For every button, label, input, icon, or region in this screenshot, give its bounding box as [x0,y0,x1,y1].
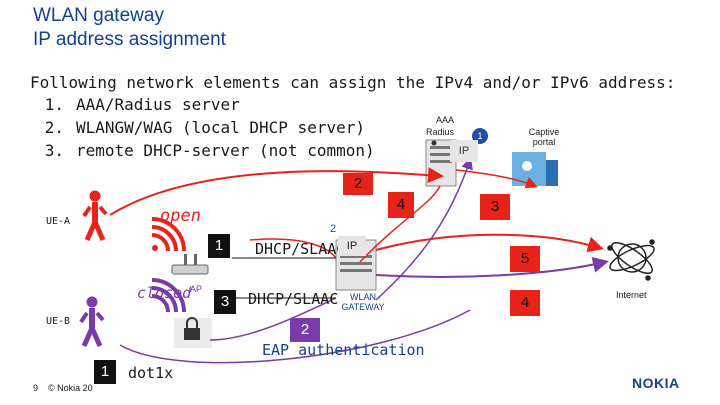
internet-icon [607,239,655,281]
list-item-number: 1. [44,95,64,114]
ue-b-label: UE-B [46,316,71,327]
step-badge-1-bottom: 1 [94,360,116,384]
list-item-label: remote DHCP-server (not common) [76,141,375,160]
list-item-3: 3. remote DHCP-server (not common) [0,141,375,160]
ue-a-label: UE-A [46,216,71,227]
step-badge-4-top: 4 [388,192,414,218]
step-badge-4-right: 4 [510,290,540,316]
open-wifi-signal-icon [151,217,186,252]
copyright-text: © Nokia 20 [48,383,93,393]
step-badge-3-mid: 3 [214,290,236,314]
step-badge-3-right: 3 [480,194,510,220]
list-item-label: WLANGW/WAG (local DHCP server) [76,118,365,137]
page-title: WLAN gateway IP address assignment [33,4,226,52]
dhcp-slaac-label-1: DHCP/SLAAC [255,240,346,258]
title-line-2: IP address assignment [33,29,226,50]
gw-badge-2: 2 [330,223,337,235]
internet-label: Internet [616,290,647,300]
step-badge-1-mid: 1 [208,234,230,258]
flow-lines [109,157,609,364]
captive-portal-label: Captive portal [528,127,560,147]
step-badge-2-bottom: 2 [290,318,320,342]
dot1x-label: dot1x [128,364,174,382]
page-number: 9 [33,383,39,393]
dhcp-slaac-label-2: DHCP/SLAAC [248,290,339,308]
aaa-ip-label: IP [450,140,478,162]
list-item-number: 3. [44,141,64,160]
access-point-icon [171,254,209,275]
step-badge-5: 5 [510,246,540,272]
list-item-label: AAA/Radius server [76,95,240,114]
step-badge-2-top: 2 [343,173,373,195]
closed-wifi-signal-icon [151,278,186,313]
radius-label: Radius [426,127,455,137]
eap-authentication-label: EAP authentication [262,341,425,359]
gw-ip-label: IP [338,236,366,256]
intro-text: Following network elements can assign th… [30,73,676,92]
nokia-logo: NOKIA [632,375,680,391]
list-item-2: 2. WLANGW/WAG (local DHCP server) [0,118,365,137]
lock-icon [174,317,212,348]
list-item-1: 1. AAA/Radius server [0,95,240,114]
title-line-1: WLAN gateway [33,5,164,26]
list-item-number: 2. [44,118,64,137]
wlan-gateway-label: WLAN GATEWAY [341,292,385,312]
closed-label: closed [137,284,192,302]
aaa-label: AAA [435,115,454,125]
ap-label: AP [190,284,203,294]
open-label: open [160,206,201,226]
ue-b-person-icon [79,296,105,348]
ue-a-person-icon [82,190,108,242]
